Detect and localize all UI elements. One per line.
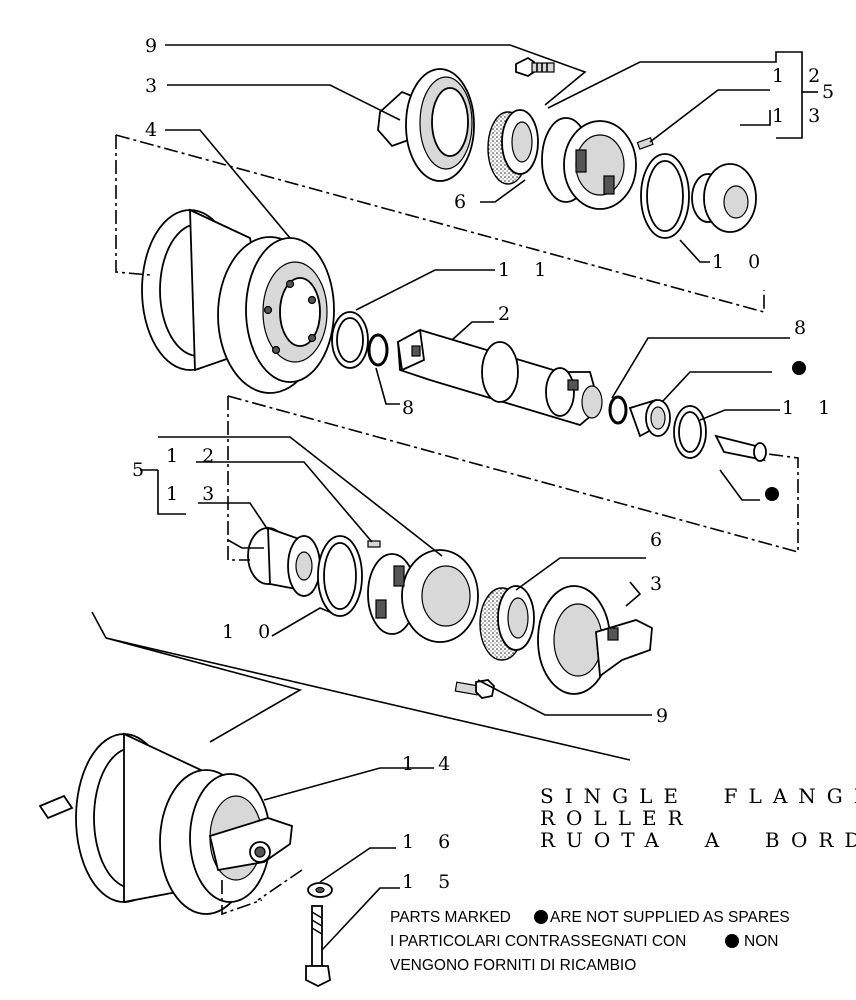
washer-16 (307, 882, 333, 898)
assembled-roller-14 (38, 732, 293, 915)
pin-12-bottom (367, 540, 381, 548)
callout-9-top: 9 (145, 35, 166, 57)
roller-body-4 (141, 208, 335, 394)
callout-8-left: 8 (402, 397, 423, 419)
note-it-line2: VENGONO FORNITI DI RICAMBIO (390, 957, 636, 974)
callout-9-bottom: 9 (656, 705, 677, 727)
end-flange-3-bottom (537, 585, 653, 695)
bushing-13-bottom (247, 526, 321, 597)
bolt-15 (305, 905, 331, 988)
oring-8-left (367, 333, 389, 367)
callout-11-top: 1 1 (498, 259, 555, 281)
seal-6-top (487, 109, 539, 185)
end-flange-3-top (377, 68, 475, 182)
marker-dot-pin (765, 487, 779, 501)
bolt-9-bottom (454, 679, 495, 699)
pin-marked (714, 434, 767, 462)
bushing-holder-top (541, 117, 637, 210)
callout-3-top: 3 (145, 75, 166, 97)
pin-12-top (636, 137, 654, 150)
bushing-holder-bottom (367, 549, 479, 643)
callout-5-bottom: 5 (132, 459, 153, 481)
callout-5-top: 5 (822, 81, 843, 103)
callout-10-top: 1 0 (712, 251, 769, 273)
note-en-dot-icon (534, 910, 548, 924)
callout-4: 4 (145, 119, 166, 141)
note-en-suffix: ARE NOT SUPPLIED AS SPARES (550, 909, 790, 926)
callout-10-bottom: 1 0 (222, 621, 279, 643)
oring-8-right (608, 395, 628, 425)
note-it-suffix: NON (744, 933, 778, 950)
callout-12-top: 1 2 (772, 65, 829, 87)
ring-10-bottom (317, 535, 363, 617)
note-it-prefix: I PARTICOLARI CONTRASSEGNATI CON (390, 933, 686, 950)
callout-6-bottom: 6 (650, 529, 671, 551)
title-line-3: RUOTA A BORDO (540, 828, 856, 852)
shaft-2 (397, 328, 603, 427)
ring-11-right (673, 405, 707, 459)
marker-dot-bushing (792, 361, 806, 375)
callout-15: 1 5 (402, 871, 459, 893)
callout-13-bottom: 1 3 (166, 483, 223, 505)
bushing-marked (628, 398, 671, 438)
bolt-9-top (515, 56, 555, 77)
ring-10-top (640, 153, 690, 239)
callout-11-right: 1 1 (782, 397, 839, 419)
callout-3-bottom: 3 (650, 573, 671, 595)
ring-11-left (331, 311, 369, 369)
callout-16: 1 6 (402, 831, 459, 853)
callout-6-top: 6 (454, 191, 475, 213)
callout-13-top: 1 3 (772, 105, 829, 127)
leader-lines (91, 44, 818, 951)
note-it-dot-icon (725, 934, 739, 948)
callout-14: 1 4 (402, 753, 459, 775)
title-line-1: SINGLE FLANGE (540, 784, 856, 808)
callout-8-right: 8 (794, 317, 815, 339)
dash-dot-lines (115, 134, 799, 916)
note-en-prefix: PARTS MARKED (390, 909, 511, 926)
callout-2: 2 (498, 303, 519, 325)
seal-6-bottom (479, 585, 535, 661)
title-line-2: ROLLER (540, 806, 694, 830)
bushing-13-top (691, 163, 757, 233)
callout-12-bottom: 1 2 (166, 445, 223, 467)
